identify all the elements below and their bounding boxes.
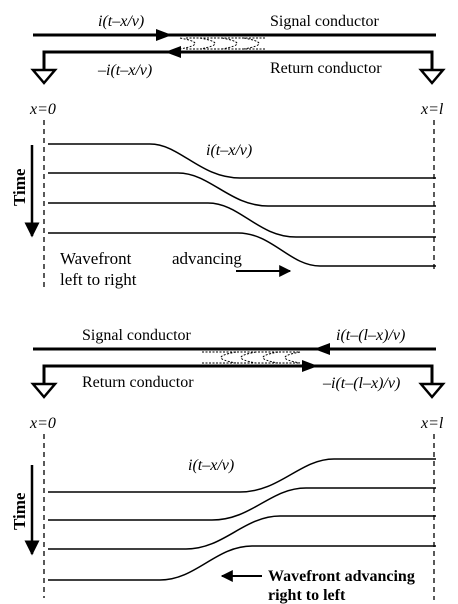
- top-wave-label: i(t–x/v): [206, 142, 252, 159]
- bottom-ground-left-icon: [30, 382, 58, 399]
- top-current-forward-label: i(t–x/v): [98, 13, 144, 30]
- bottom-trace-1: [48, 458, 436, 493]
- bottom-trace-4: [48, 545, 436, 581]
- top-ground-right-icon: [418, 68, 446, 85]
- bottom-time-label: Time: [10, 492, 29, 530]
- top-waveforms: [48, 143, 436, 267]
- top-time-label: Time: [10, 168, 29, 206]
- bottom-caption-line1: Wavefront advancing: [268, 568, 415, 585]
- bottom-waveforms: [48, 458, 436, 581]
- top-caption-line1: Wavefront: [60, 249, 132, 268]
- bottom-signal-label: Signal conductor: [82, 327, 192, 344]
- top-trace-4: [48, 232, 436, 267]
- top-trace-2: [48, 172, 436, 207]
- top-wave-packet: [179, 37, 266, 50]
- top-signal-label: Signal conductor: [270, 13, 380, 30]
- top-return-label: Return conductor: [270, 60, 382, 77]
- top-return-arrow-icon: [165, 46, 181, 58]
- bottom-wave-packet: [202, 351, 301, 364]
- top-caption-line2: left to right: [60, 270, 137, 289]
- bottom-ground-right-icon: [418, 382, 446, 399]
- top-current-return-label: –i(t–x/v): [97, 62, 152, 79]
- bottom-trace-3: [48, 515, 436, 550]
- bottom-xl-label: x=l: [420, 415, 444, 432]
- bottom-return-conductor: [42, 364, 434, 384]
- bottom-trace-2: [48, 487, 436, 521]
- top-x0-label: x=0: [29, 101, 56, 118]
- top-trace-3: [48, 202, 436, 238]
- bottom-caption-line2: right to left: [268, 587, 346, 604]
- bottom-return-arrow-icon: [302, 360, 318, 372]
- top-ground-left-icon: [30, 68, 58, 85]
- bottom-return-label: Return conductor: [82, 374, 194, 391]
- bottom-panel: Signal conductor i(t–(l–x)/v) Return con…: [10, 327, 446, 604]
- top-trace-1: [48, 143, 436, 179]
- top-panel: i(t–x/v) Signal conductor –i(t–x/v) Retu…: [10, 13, 446, 289]
- bottom-forward-arrow-icon: [314, 343, 330, 355]
- bottom-current-return-label: –i(t–(l–x)/v): [322, 375, 400, 392]
- top-xl-label: x=l: [420, 101, 444, 118]
- bottom-x0-label: x=0: [29, 415, 56, 432]
- bottom-current-forward-label: i(t–(l–x)/v): [336, 327, 405, 344]
- top-return-conductor: [42, 50, 434, 70]
- top-forward-arrow-icon: [156, 29, 172, 41]
- top-caption-word2: advancing: [172, 249, 242, 268]
- bottom-wave-label: i(t–x/v): [188, 457, 234, 474]
